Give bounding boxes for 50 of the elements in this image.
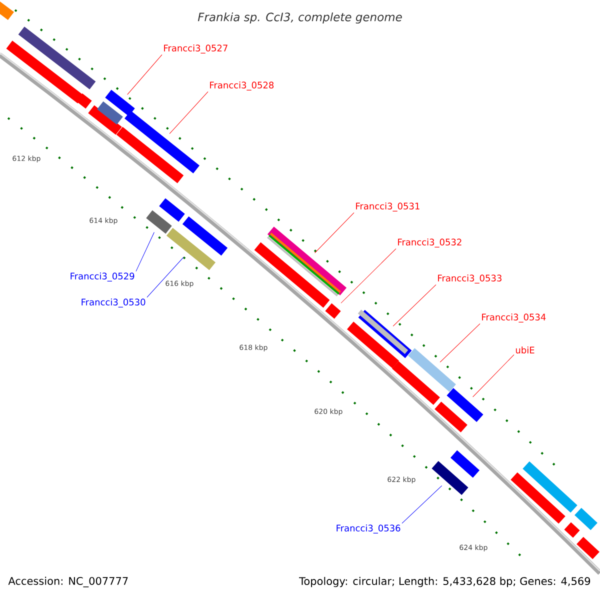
gene-bar: [432, 461, 468, 495]
title: Frankia sp. CcI3, complete genome: [198, 12, 402, 24]
gene-bar: [159, 198, 185, 222]
gene-bar: [576, 536, 600, 560]
gene-label: Francci3_0533: [438, 274, 502, 284]
leader-line: [472, 354, 514, 398]
gene-bar: [182, 216, 228, 256]
gene-label: Francci3_0527: [164, 44, 228, 54]
gene-bar: [18, 26, 96, 90]
leader-line: [314, 212, 354, 254]
gene-label: Francci3_0532: [398, 238, 462, 248]
gene-bar: [408, 348, 456, 392]
gene-bar: [6, 40, 84, 104]
gene-bar: [392, 361, 440, 405]
leader-line: [169, 91, 208, 134]
gene-bar: [254, 242, 330, 308]
leader-line: [136, 232, 154, 272]
leader-line: [402, 485, 442, 524]
genome-info-text: Topology: circular; Length: 5,433,628 bp; Genes: 4,569: [299, 576, 590, 588]
leader-line: [340, 248, 396, 304]
gene-bar: [434, 402, 468, 432]
gene-bar: [574, 508, 598, 530]
gene-bar: [446, 388, 484, 422]
gene-bar: [97, 101, 123, 125]
gene-bar: [325, 303, 341, 319]
gene-label: ubiE: [516, 346, 534, 354]
gene-bar: [105, 90, 135, 116]
gene-bar: [124, 110, 200, 174]
gene-label: Francci3_0531: [356, 202, 420, 212]
gene-label: Francci3_0530: [82, 298, 146, 308]
gene-label: Francci3_0534: [482, 314, 546, 322]
leader-line: [440, 323, 480, 362]
gene-bar: [564, 522, 580, 538]
gene-bar: [510, 472, 566, 524]
accession-text: Accession: NC_007777: [8, 576, 128, 588]
gene-bar: [88, 105, 122, 135]
gene-label: Francci3_0529: [70, 272, 134, 282]
leader-line: [146, 257, 184, 298]
gene-bar: [76, 93, 92, 109]
gene-bar: [450, 450, 480, 478]
gene-label: Francci3_0536: [336, 524, 400, 534]
gene-bar: [0, 0, 14, 20]
gene-label: Francci3_0528: [210, 82, 274, 90]
gene-bar: [166, 228, 216, 270]
gene-bar: [347, 322, 399, 368]
leader-line: [392, 284, 436, 326]
gene-bar: [522, 461, 578, 513]
gene-bar: [146, 210, 172, 234]
leader-line: [127, 54, 162, 95]
gene-bar: [116, 126, 184, 184]
